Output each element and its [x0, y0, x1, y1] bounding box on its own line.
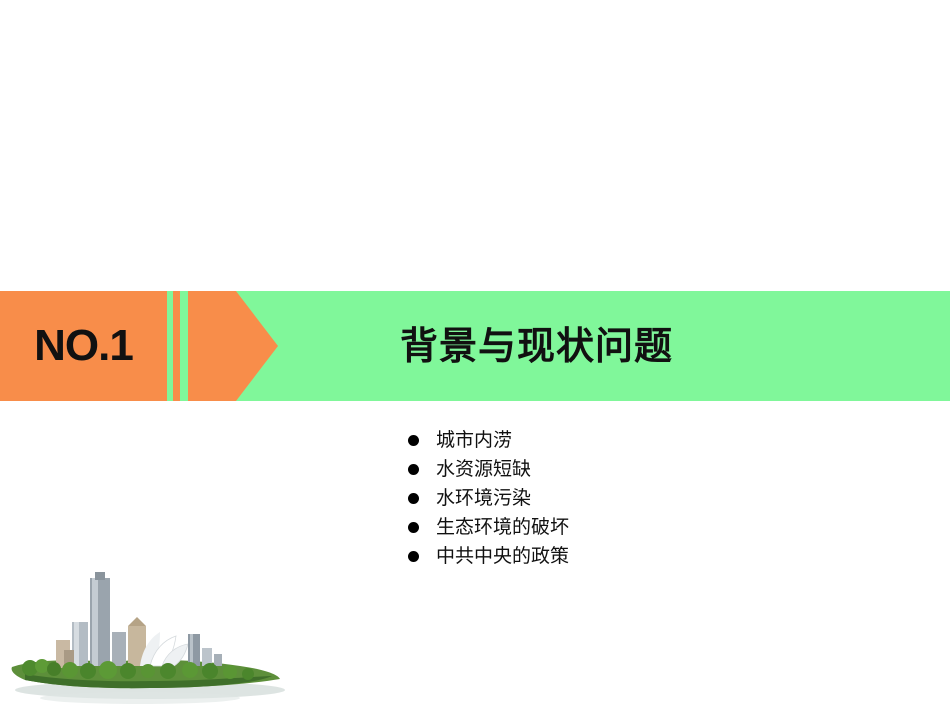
bullet-item: 中共中央的政策 [408, 542, 569, 571]
bullet-item: 城市内涝 [408, 426, 569, 455]
banner-stripe [173, 291, 180, 401]
city-skyline-icon [11, 572, 285, 704]
bullet-text: 城市内涝 [436, 429, 513, 451]
bullet-text: 水资源短缺 [436, 458, 532, 480]
bullet-text: 中共中央的政策 [436, 545, 570, 567]
bullet-dot-icon [408, 493, 419, 504]
bullet-text: 水环境污染 [436, 487, 532, 509]
bullet-item: 水环境污染 [408, 484, 569, 513]
section-header-banner: NO.1 背景与现状问题 [0, 291, 950, 401]
banner-number-block [0, 291, 167, 401]
topic-bullet-list: 城市内涝 水资源短缺 水环境污染 生态环境的破坏 中共中央的政策 [408, 426, 569, 571]
bullet-dot-icon [408, 435, 419, 446]
section-title: 背景与现状问题 [400, 324, 674, 368]
section-number: NO.1 [34, 321, 134, 370]
bullet-dot-icon [408, 464, 419, 475]
banner-arrow-icon [188, 291, 278, 401]
bullet-text: 生态环境的破坏 [436, 516, 570, 538]
bullet-dot-icon [408, 522, 419, 533]
bullet-dot-icon [408, 551, 419, 562]
bullet-item: 水资源短缺 [408, 455, 569, 484]
bullet-item: 生态环境的破坏 [408, 513, 569, 542]
